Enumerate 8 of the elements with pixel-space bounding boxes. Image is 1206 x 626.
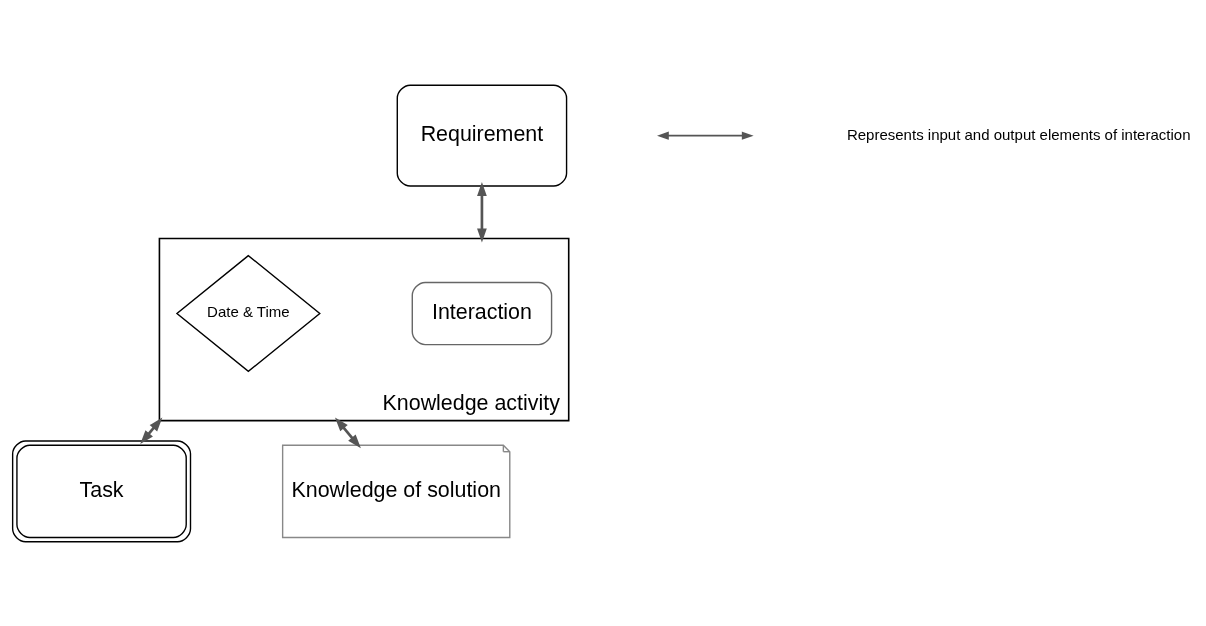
node-diamond: Date & Time [175,254,321,372]
node-box: Requirement [396,84,568,187]
arrow [335,417,361,448]
legend-label: Represents input and output elements of interaction [846,125,1191,143]
arrow [477,181,487,243]
node-box: Interaction [411,281,553,345]
node-box: Task [11,439,192,542]
arrow [140,417,163,444]
